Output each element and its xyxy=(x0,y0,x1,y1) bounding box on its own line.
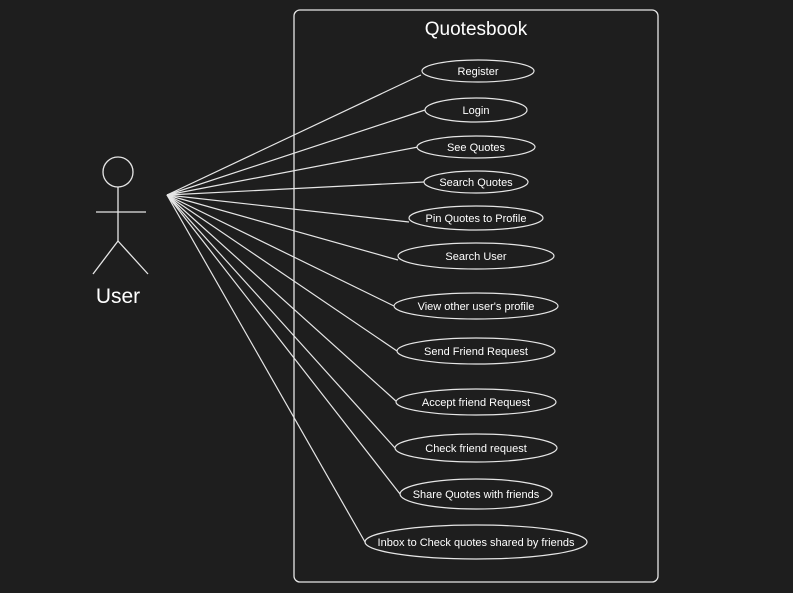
use-case: Register xyxy=(421,59,535,83)
use-case-ellipse xyxy=(423,170,529,194)
use-case-label: View other user's profile xyxy=(418,301,535,313)
use-case-ellipse xyxy=(416,135,536,159)
use-case-ellipse xyxy=(393,292,559,320)
use-case-label: Register xyxy=(458,66,499,78)
association-line xyxy=(166,194,398,352)
association-line xyxy=(166,194,410,223)
use-case: Search Quotes xyxy=(423,170,529,194)
use-case: Search User xyxy=(397,242,555,270)
actor-left-leg xyxy=(92,240,119,275)
system-title: Quotesbook xyxy=(425,19,528,40)
use-case-ellipse xyxy=(399,478,553,510)
use-case: Inbox to Check quotes shared by friends xyxy=(364,524,588,560)
association-line xyxy=(166,181,425,196)
actor-head xyxy=(102,156,134,188)
system-boundary xyxy=(293,9,659,583)
use-case: Pin Quotes to Profile xyxy=(408,205,544,231)
use-case-label: Check friend request xyxy=(425,443,527,455)
use-case-label: Inbox to Check quotes shared by friends xyxy=(378,537,575,549)
use-case-label: See Quotes xyxy=(447,142,506,154)
association-line xyxy=(166,109,426,196)
use-case-ellipse xyxy=(394,433,558,463)
use-case: See Quotes xyxy=(416,135,536,159)
use-case-label: Login xyxy=(463,105,490,117)
use-case-ellipse xyxy=(408,205,544,231)
use-case-ellipse xyxy=(397,242,555,270)
use-case-label: Accept friend Request xyxy=(422,397,530,409)
association-line xyxy=(166,194,399,261)
use-case-ellipse xyxy=(421,59,535,83)
use-case: Login xyxy=(424,97,528,123)
use-case-ellipse xyxy=(395,388,557,416)
use-case-label: Pin Quotes to Profile xyxy=(426,213,527,225)
association-line xyxy=(166,146,419,196)
association-line xyxy=(166,74,422,196)
association-line xyxy=(166,194,401,495)
use-case: Share Quotes with friends xyxy=(399,478,553,510)
use-case-label: Search Quotes xyxy=(439,177,513,189)
actor-right-leg xyxy=(117,240,149,275)
use-case: View other user's profile xyxy=(393,292,559,320)
use-case: Check friend request xyxy=(394,433,558,463)
actor-label: User xyxy=(96,285,140,308)
use-case-ellipse xyxy=(396,337,556,365)
use-case-label: Share Quotes with friends xyxy=(413,489,540,501)
use-case: Accept friend Request xyxy=(395,388,557,416)
use-case-label: Send Friend Request xyxy=(424,346,528,358)
use-case-ellipse xyxy=(364,524,588,560)
use-case: Send Friend Request xyxy=(396,337,556,365)
association-line xyxy=(166,194,395,307)
association-line xyxy=(166,194,398,403)
association-lines xyxy=(166,74,426,543)
use-case-label: Search User xyxy=(445,251,506,263)
use-case-ellipse xyxy=(424,97,528,123)
actor-user xyxy=(92,156,149,275)
association-line xyxy=(166,194,396,449)
association-line xyxy=(166,194,366,543)
